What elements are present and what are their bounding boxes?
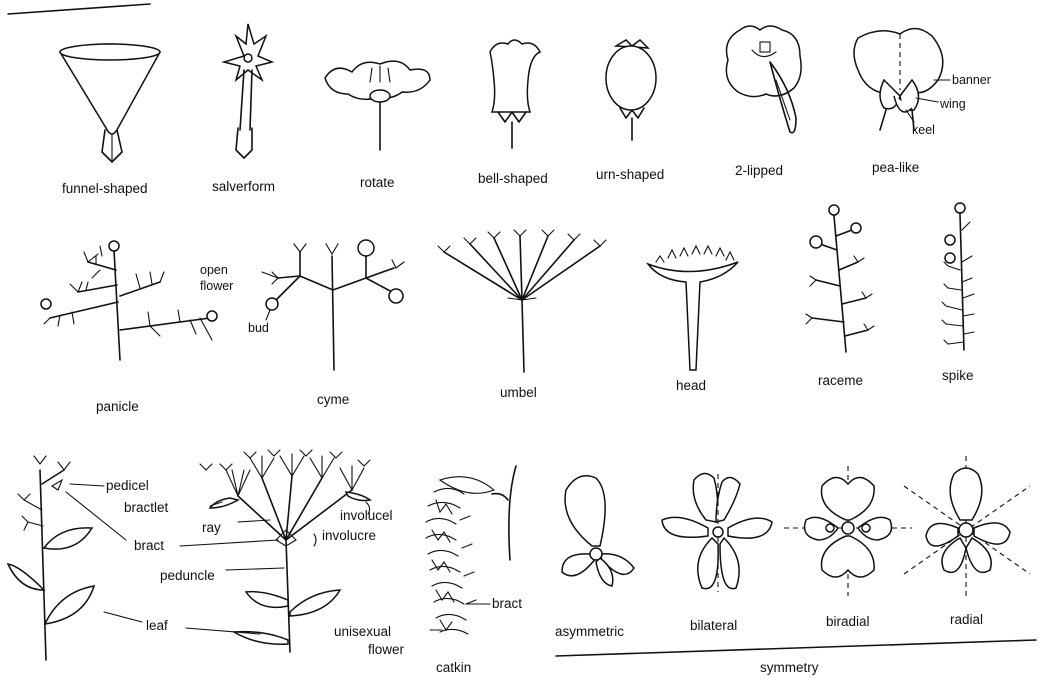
keel-label: keel bbox=[912, 123, 935, 137]
umbel-drawing bbox=[438, 230, 606, 372]
asymmetric-flower-drawing bbox=[562, 476, 634, 586]
radial-flower-drawing bbox=[904, 456, 1030, 600]
peduncle-pointer bbox=[226, 568, 284, 570]
bract-pointer-right bbox=[180, 540, 278, 546]
symmetry-title: symmetry bbox=[760, 660, 819, 675]
head-label: head bbox=[676, 378, 706, 393]
pea-like-flower-drawing: banner wing keel bbox=[854, 28, 991, 137]
radial-label: radial bbox=[950, 612, 983, 627]
panicle-drawing bbox=[41, 241, 217, 360]
biradial-flower-drawing bbox=[784, 466, 912, 596]
bilateral-label: bilateral bbox=[690, 618, 737, 633]
ray-label: ray bbox=[202, 520, 221, 535]
compound-umbel-drawing bbox=[200, 450, 370, 652]
spike-drawing bbox=[942, 203, 974, 350]
unisexual-flower-label-line1: unisexual bbox=[334, 624, 391, 639]
banner-label: banner bbox=[952, 73, 991, 87]
wing-label: wing bbox=[939, 97, 966, 111]
wing-pointer bbox=[916, 98, 938, 102]
head-drawing bbox=[648, 246, 738, 370]
cyme-label: cyme bbox=[317, 392, 349, 407]
rotate-label: rotate bbox=[360, 175, 395, 190]
catkin-bract-label: bract bbox=[492, 596, 522, 611]
bud-label: bud bbox=[248, 321, 269, 335]
rotate-flower-drawing bbox=[325, 61, 430, 150]
open-flower-label-line1: open bbox=[200, 263, 228, 277]
bilateral-flower-drawing bbox=[662, 473, 772, 592]
involucel-label: involucel bbox=[340, 508, 393, 523]
unisexual-flower-label-line2: flower bbox=[368, 642, 405, 657]
cyme-drawing bbox=[262, 240, 404, 370]
salverform-flower-drawing bbox=[224, 24, 272, 158]
funnel-shaped-label: funnel-shaped bbox=[62, 181, 148, 196]
urn-shaped-label: urn-shaped bbox=[596, 167, 664, 182]
bell-shaped-label: bell-shaped bbox=[478, 171, 548, 186]
leaf-pointer-left bbox=[104, 612, 142, 622]
biradial-label: biradial bbox=[826, 614, 870, 629]
two-lipped-label: 2-lipped bbox=[735, 163, 783, 178]
umbel-label: umbel bbox=[500, 385, 537, 400]
urn-shaped-flower-drawing bbox=[606, 40, 656, 140]
panicle-label: panicle bbox=[96, 399, 139, 414]
involucre-label: involucre bbox=[322, 528, 376, 543]
peduncle-label: peduncle bbox=[160, 568, 215, 583]
spike-label: spike bbox=[942, 368, 974, 383]
two-lipped-flower-drawing bbox=[726, 26, 801, 133]
raceme-drawing bbox=[806, 205, 874, 352]
salverform-label: salverform bbox=[212, 179, 275, 194]
open-flower-label-line2: flower bbox=[200, 279, 233, 293]
bractlet-label: bractlet bbox=[124, 500, 169, 515]
asymmetric-label: asymmetric bbox=[555, 624, 624, 639]
funnel-shaped-flower-drawing bbox=[60, 44, 160, 162]
raceme-label: raceme bbox=[818, 373, 863, 388]
bud-pointer bbox=[266, 310, 270, 320]
bell-shaped-flower-drawing bbox=[490, 40, 540, 148]
pea-like-label: pea-like bbox=[872, 160, 919, 175]
top-edge-line bbox=[8, 4, 150, 14]
involucre-bracket bbox=[314, 534, 316, 546]
pedicel-label: pedicel bbox=[106, 478, 149, 493]
bract-label: bract bbox=[134, 538, 164, 553]
leaf-label: leaf bbox=[146, 618, 168, 633]
leafy-stem-drawing bbox=[8, 456, 94, 660]
catkin-label: catkin bbox=[436, 660, 471, 675]
symmetry-underline bbox=[556, 640, 1036, 656]
pedicel-pointer bbox=[70, 484, 104, 486]
leaf-pointer-right bbox=[186, 628, 260, 634]
